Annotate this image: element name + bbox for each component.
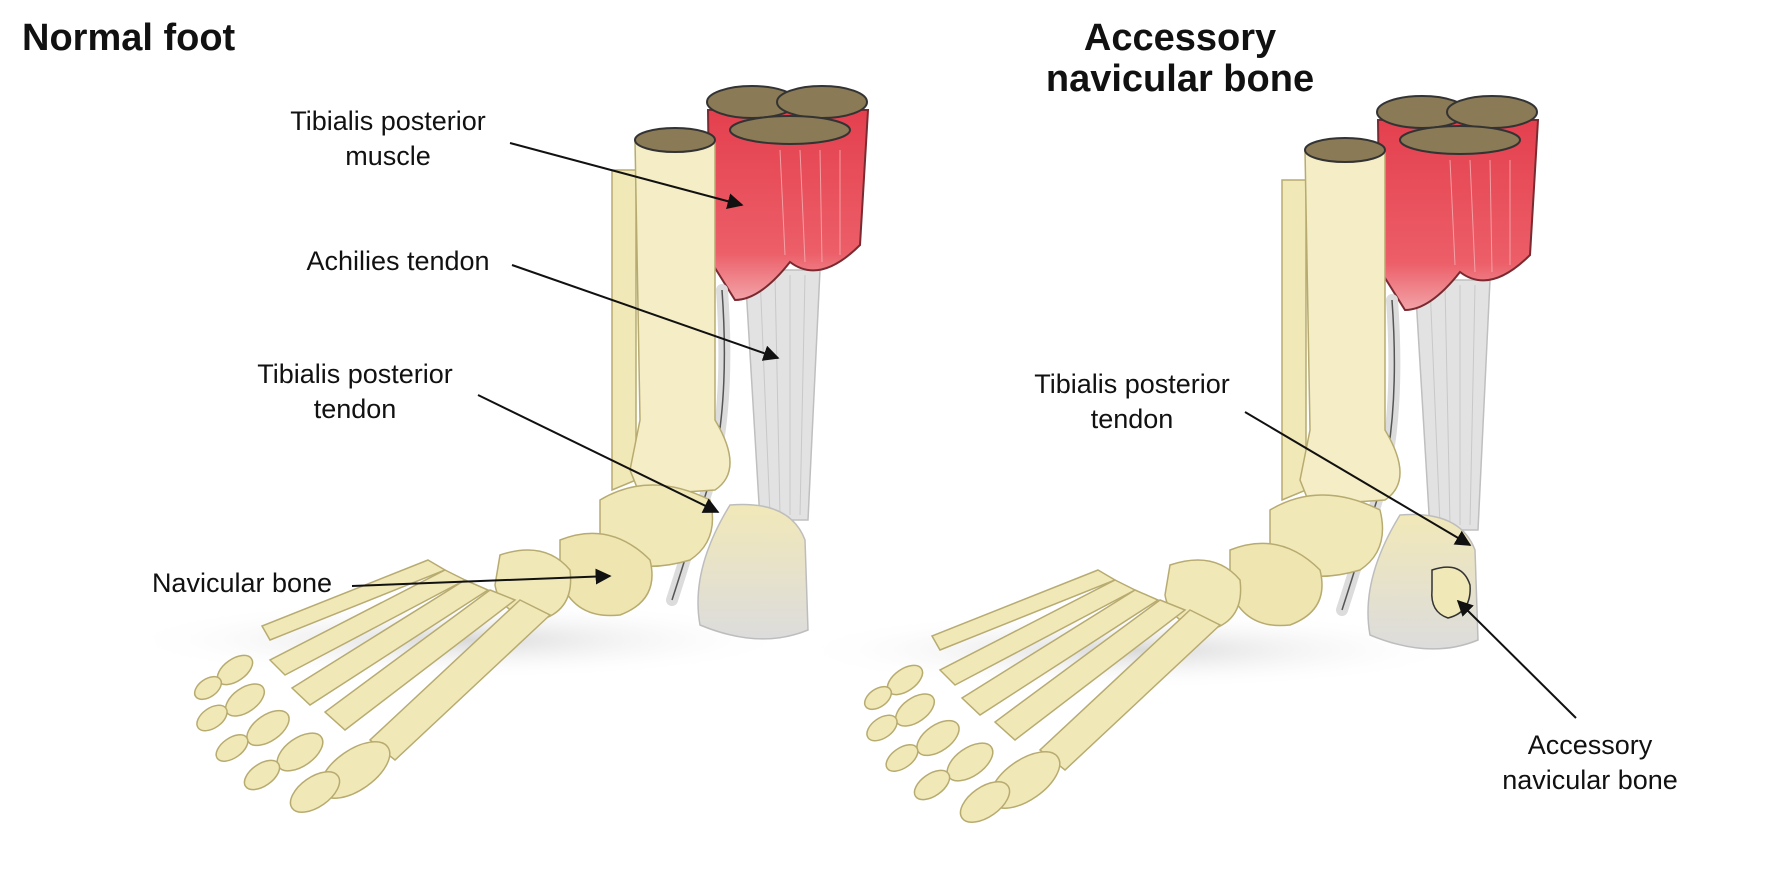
accessory-title-line-1: Accessory [1083,17,1277,59]
arrow-accessory-navicular-bone [1456,599,1577,719]
arrow-tibialis-posterior-tendon [477,394,720,513]
label-right-tibialis-posterior-tendon: Tibialis posterior tendon [1017,367,1247,436]
normal-foot-title: Normal foot [22,17,236,59]
label-tibialis-posterior-muscle: Tibialis posterior muscle [268,104,508,173]
left-leader-arrows [351,142,780,587]
label-tibialis-posterior-muscle-line-1: Tibialis posterior [290,106,486,136]
label-accessory-navicular-bone-line-2: navicular bone [1502,764,1678,795]
label-accessory-navicular-bone: Accessory navicular bone [1490,728,1690,797]
right-leader-arrows [1244,411,1577,719]
accessory-foot-illustration [790,96,1538,830]
label-tibialis-posterior-tendon-line-2: tendon [313,393,397,424]
arrow-right-tibialis-posterior-tendon [1244,411,1472,546]
label-right-tibialis-posterior-tendon-line-2: tendon [1090,403,1174,434]
label-tibialis-posterior-tendon: Tibialis posterior tendon [240,357,470,426]
normal-foot-illustration [120,86,868,820]
label-tibialis-posterior-tendon-line-1: Tibialis posterior [257,359,453,389]
arrow-navicular-bone [351,568,612,587]
accessory-navicular-title: Accessory navicular bone [1020,18,1340,99]
label-accessory-navicular-bone-line-1: Accessory [1527,730,1653,760]
label-achilles-tendon: Achilies tendon [306,246,490,276]
label-right-tibialis-posterior-tendon-line-1: Tibialis posterior [1034,369,1230,399]
arrow-achilles-tendon [511,264,780,361]
arrow-tibialis-posterior-muscle [509,142,744,210]
label-navicular-bone: Navicular bone [151,568,333,598]
label-tibialis-posterior-muscle-line-2: muscle [345,140,431,171]
accessory-title-line-2: navicular bone [1045,57,1315,100]
